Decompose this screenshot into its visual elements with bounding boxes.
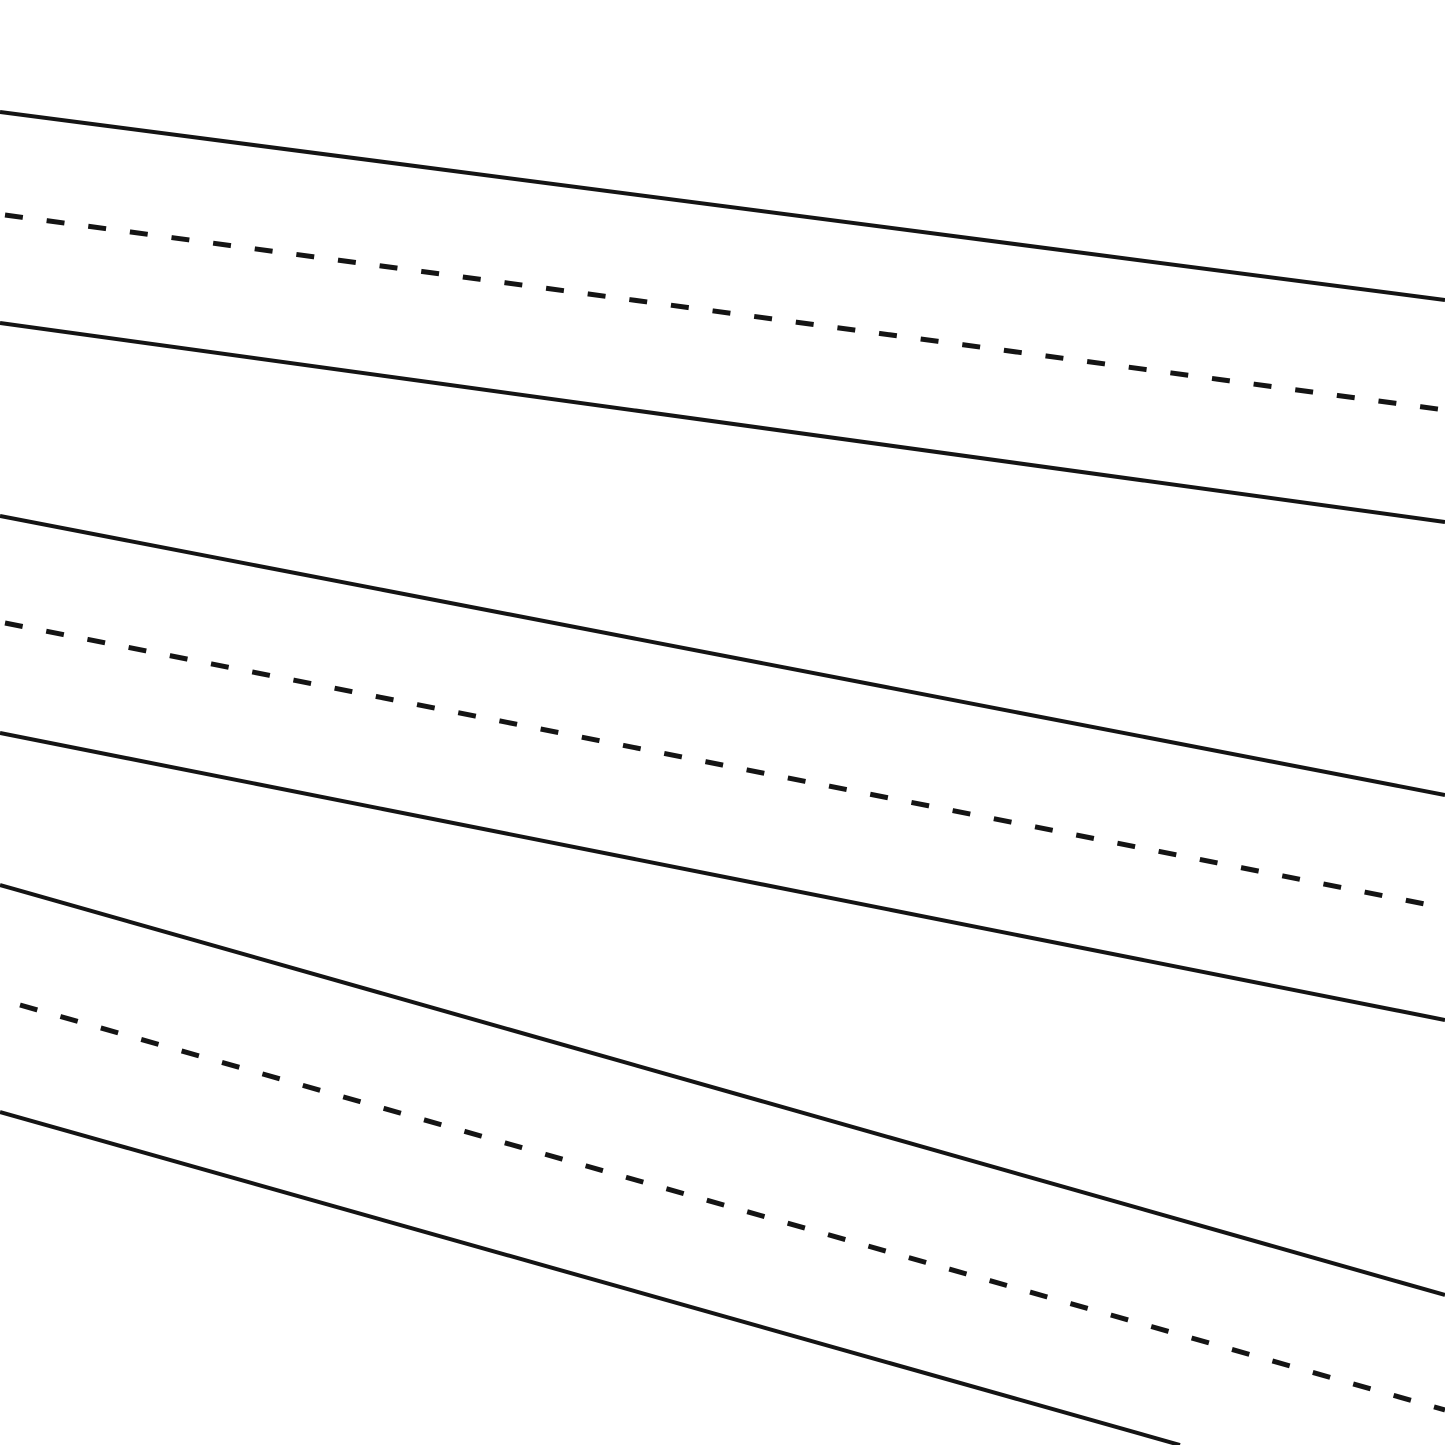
dashed-midline [19, 1002, 1445, 1413]
solid-base-line [0, 731, 1445, 1022]
solid-top-line [0, 110, 1445, 302]
solid-base-line [0, 1110, 1181, 1445]
solid-top-line [0, 883, 1445, 1297]
ruling-set-1 [0, 110, 1445, 524]
solid-top-line [0, 514, 1445, 797]
solid-base-line [0, 321, 1445, 524]
ruling-set-3 [0, 883, 1445, 1445]
dashed-midline [4, 620, 1445, 911]
dashed-midline [4, 212, 1445, 413]
ruling-set-2 [0, 514, 1445, 1022]
